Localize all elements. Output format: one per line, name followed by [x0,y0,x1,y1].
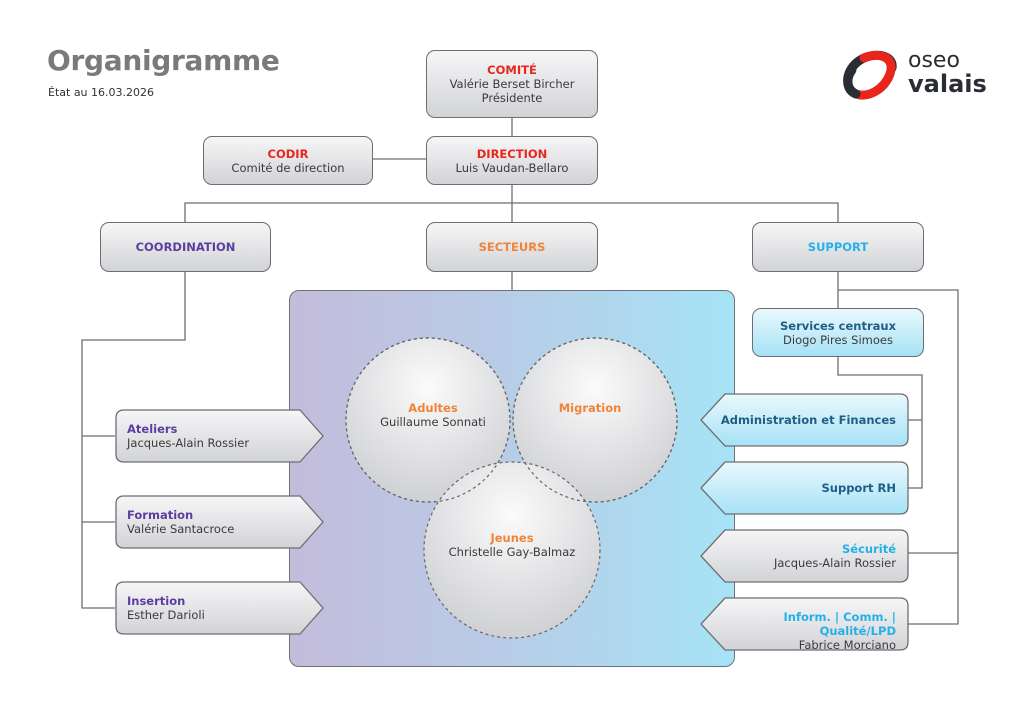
formation-name: Valérie Santacroce [127,522,235,536]
migration-title: Migration [558,401,622,415]
inform-name: Fabrice Morciano [798,638,896,652]
box-services-centraux[interactable]: Services centraux Diogo Pires Simoes [752,308,924,357]
securite-name: Jacques-Alain Rossier [773,556,896,570]
direction-name: Luis Vaudan-Bellaro [455,160,569,175]
adultes-title: Adultes [408,401,458,415]
connector-coordination-trunk [81,271,186,609]
circle-jeunes [423,461,601,639]
comite-title: COMITÉ [487,63,537,77]
inform-title: Inform. | Comm. | Qualité/LPD [783,610,896,638]
shape-insertion [115,581,324,635]
item-formation[interactable]: Formation Valérie Santacroce [127,508,234,536]
item-inform[interactable]: Inform. | Comm. | Qualité/LPD Fabrice Mo… [716,610,896,652]
sector-jeunes[interactable]: Jeunes Christelle Gay-Balmaz [437,531,587,559]
box-direction[interactable]: DIRECTION Luis Vaudan-Bellaro [426,136,598,185]
securite-title: Sécurité [842,542,896,556]
adultes-name: Guillaume Sonnati [380,415,486,429]
shape-securite [700,529,909,583]
direction-title: DIRECTION [476,146,548,161]
services-centraux-title: Services centraux [780,318,896,333]
item-support-rh[interactable]: Support RH [720,481,897,495]
shape-inform [700,597,909,651]
formation-title: Formation [127,508,194,522]
admin-finances-title: Administration et Finances [720,413,896,427]
box-comite[interactable]: COMITÉ Valérie Berset Bircher Présidente [426,50,598,118]
ateliers-title: Ateliers [127,422,178,436]
services-centraux-name: Diogo Pires Simoes [783,332,893,347]
page-subtitle-date: État au 16.03.2026 [48,86,155,99]
comite-role: Présidente [481,91,543,105]
codir-title: CODIR [267,146,309,161]
shape-ateliers [115,409,324,463]
ateliers-name: Jacques-Alain Rossier [127,436,250,450]
secteurs-title: SECTEURS [478,240,546,254]
support-title: SUPPORT [807,240,869,254]
item-insertion[interactable]: Insertion Esther Darioli [127,594,205,622]
box-codir[interactable]: CODIR Comité de direction [203,136,373,185]
support-rh-title: Support RH [821,481,897,495]
shape-admin-finances [700,393,909,447]
sector-migration[interactable]: Migration [535,401,645,415]
shape-support-rh [700,461,909,515]
connector-branch-bar [184,202,839,222]
sector-adultes[interactable]: Adultes Guillaume Sonnati [368,401,498,429]
insertion-title: Insertion [127,594,186,608]
jeunes-title: Jeunes [490,531,534,545]
comite-name: Valérie Berset Bircher [449,77,575,91]
page-title: Organigramme [47,44,280,77]
jeunes-name: Christelle Gay-Balmaz [448,545,576,559]
codir-name: Comité de direction [231,160,345,175]
box-secteurs[interactable]: SECTEURS [426,222,598,272]
insertion-name: Esther Darioli [127,608,205,622]
shape-formation [115,495,324,549]
logo-ring-icon [843,50,897,100]
box-coordination[interactable]: COORDINATION [100,222,271,272]
box-support[interactable]: SUPPORT [752,222,924,272]
logo-text-valais: valais [908,70,987,98]
logo-text-oseo: oseo [908,48,960,73]
item-ateliers[interactable]: Ateliers Jacques-Alain Rossier [127,422,249,450]
coordination-title: COORDINATION [135,240,236,254]
item-securite[interactable]: Sécurité Jacques-Alain Rossier [720,542,896,570]
oseo-valais-logo: oseo valais [842,48,987,104]
item-admin-finances[interactable]: Administration et Finances [720,413,896,427]
connector-support-trunk [837,271,959,625]
connector-central-trunk [837,356,923,489]
